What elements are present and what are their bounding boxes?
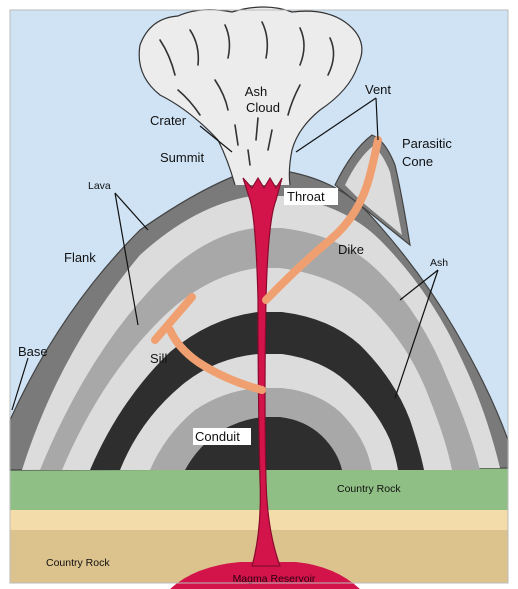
conduit-label: Conduit (195, 429, 240, 444)
ash-cloud-label-line1: Ash (245, 84, 267, 99)
country-rock-upper-label: Country Rock (337, 483, 401, 495)
lava-label: Lava (88, 180, 111, 192)
parasitic-cone-label-line2: Cone (402, 154, 433, 169)
country-rock-lower-label: Country Rock (46, 557, 110, 569)
ash-label: Ash (430, 257, 448, 269)
throat-label: Throat (287, 189, 325, 204)
crater-label: Crater (150, 113, 187, 128)
sill-label: Sill (150, 351, 167, 366)
ash-cloud-label-line2: Cloud (246, 100, 280, 115)
parasitic-cone-label-line1: Parasitic (402, 136, 452, 151)
summit-label: Summit (160, 150, 204, 165)
base-label: Base (18, 344, 48, 359)
flank-label: Flank (64, 250, 96, 265)
vent-label: Vent (365, 82, 391, 97)
dike-label: Dike (338, 242, 364, 257)
